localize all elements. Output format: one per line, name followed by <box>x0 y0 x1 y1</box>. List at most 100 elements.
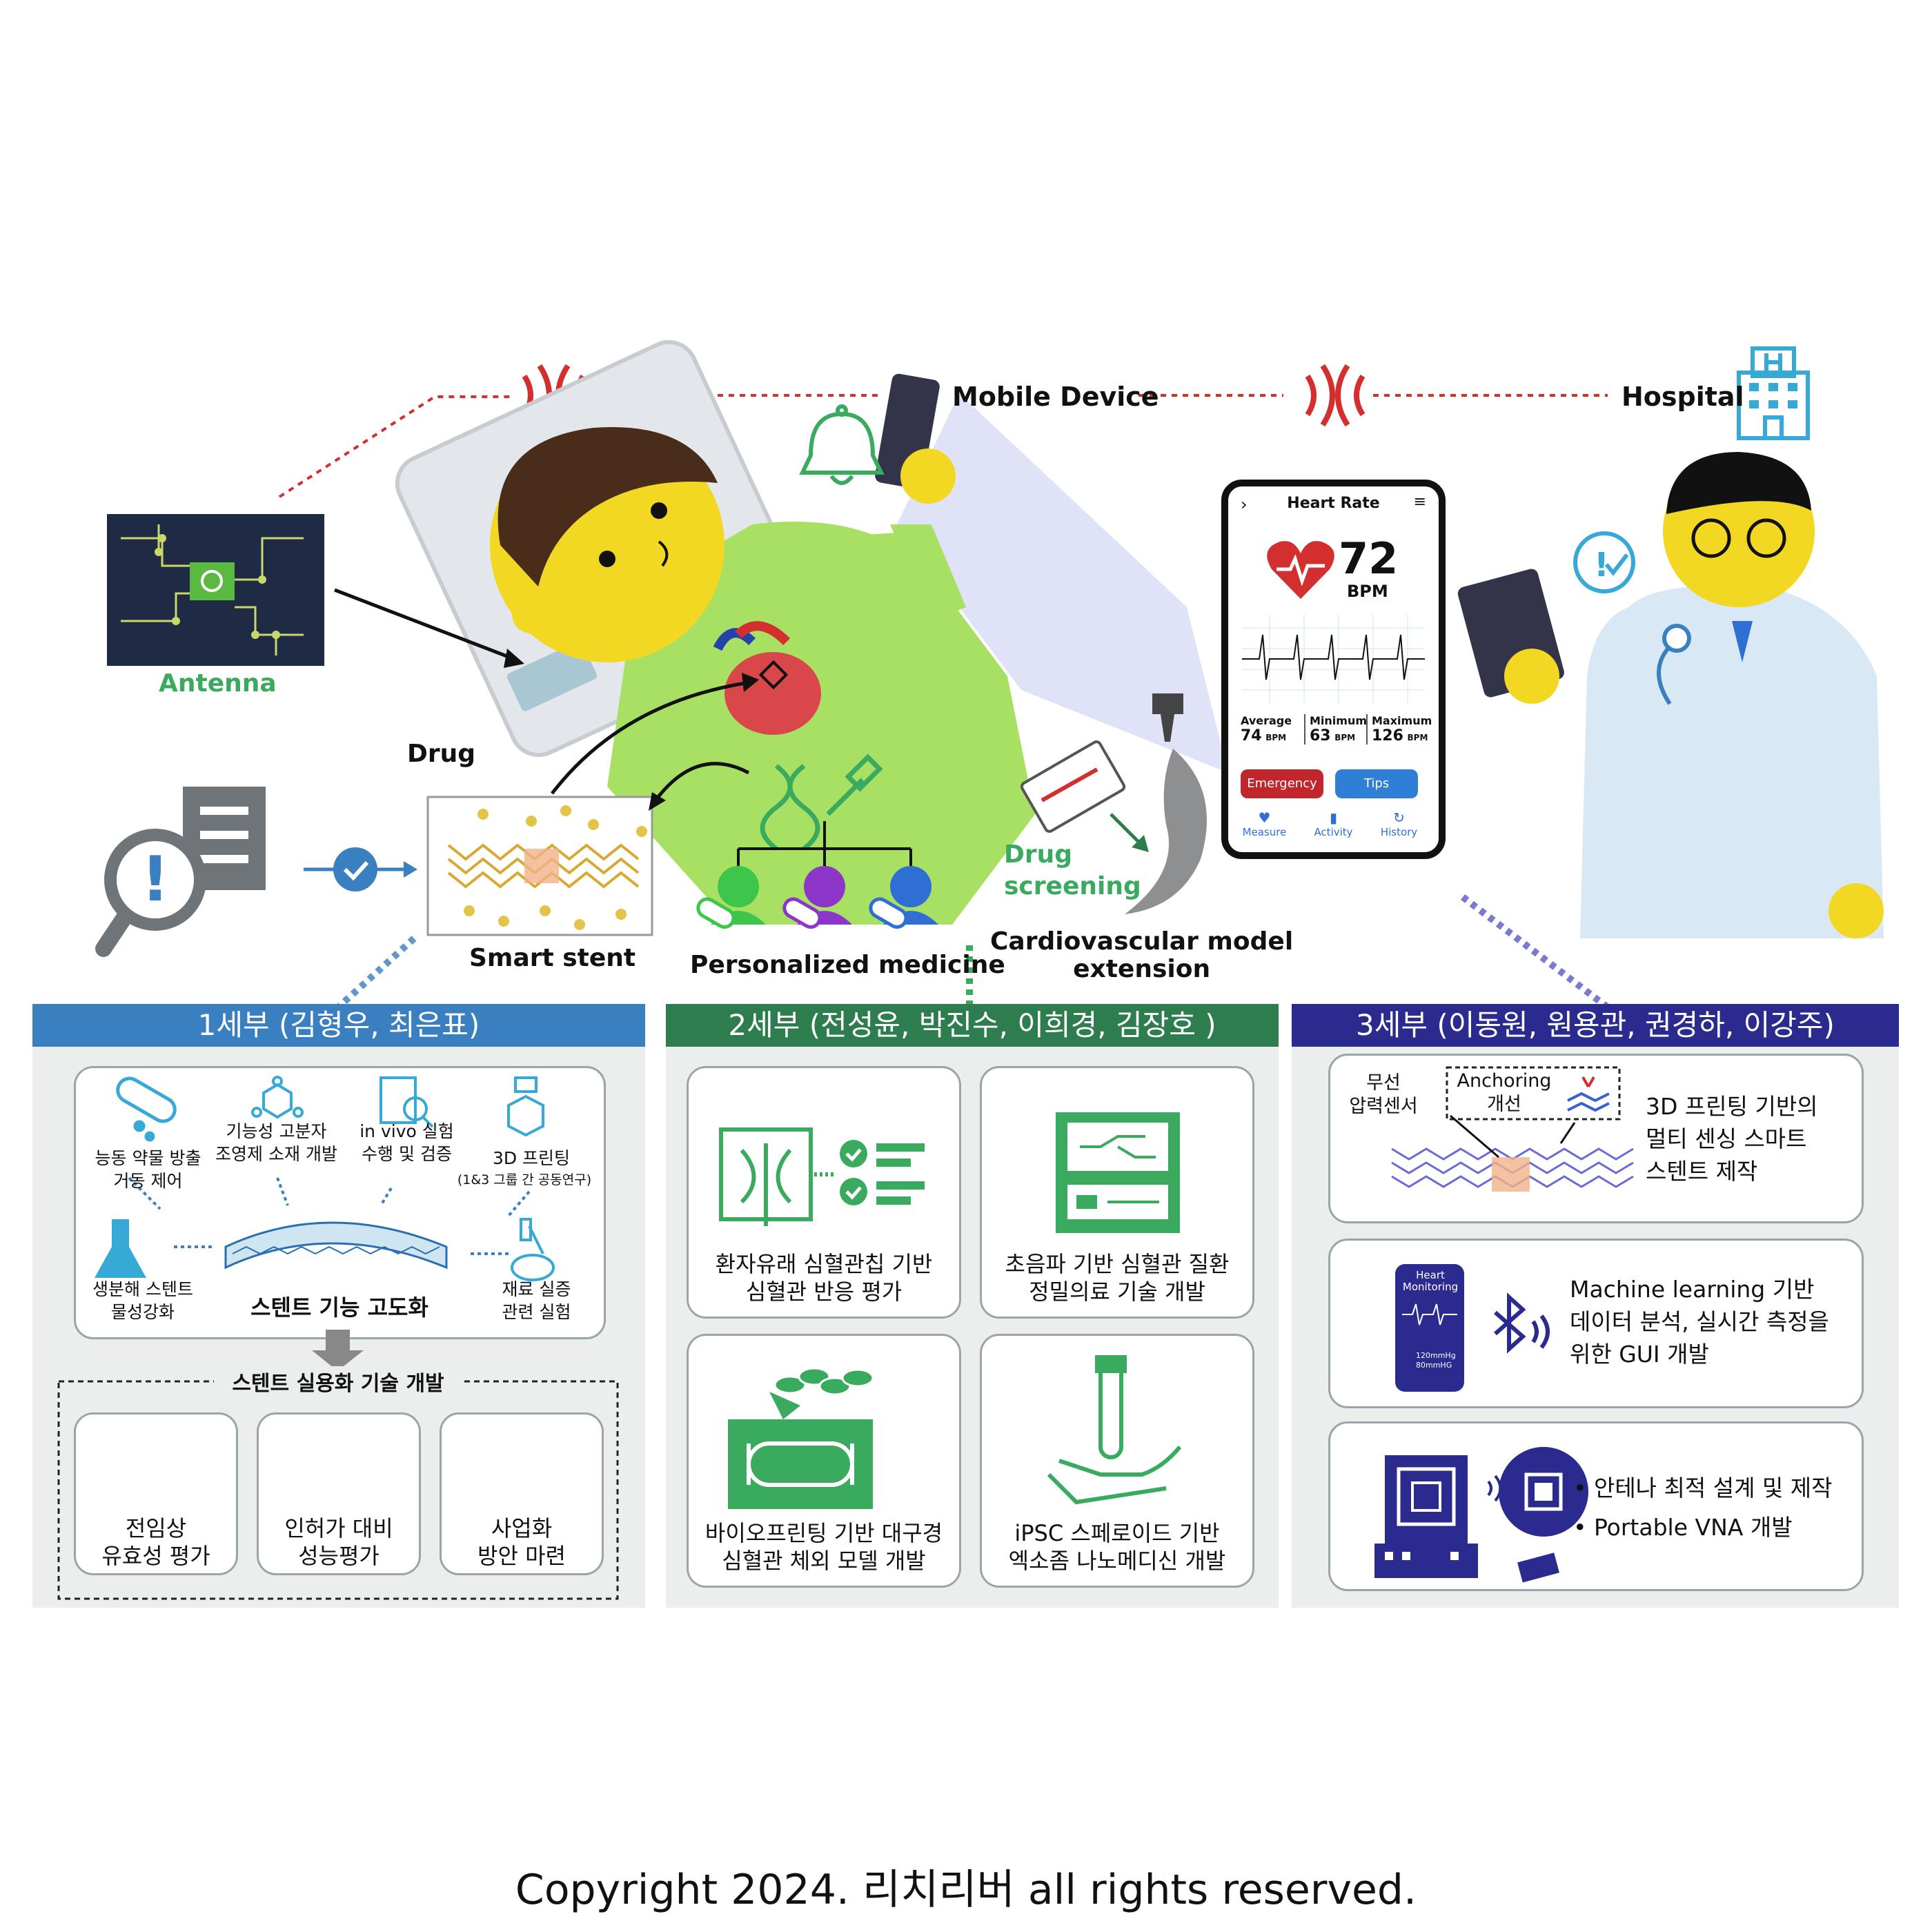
anchoring-stent-icon <box>1567 1076 1610 1112</box>
ecg-chart <box>1242 614 1425 704</box>
copyright-text: Copyright 2024. 리치리버 all rights reserved… <box>515 1866 1417 1914</box>
preclinical-card <box>74 1412 238 1575</box>
bluetooth-icon <box>1494 1292 1550 1354</box>
item-3d-printing-sub: (1&3 그룹 간 공동연구) <box>457 1172 592 1187</box>
panel2-card-1-label: 환자유래 심혈관칩 기반 심혈관 반응 평가 <box>715 1251 933 1305</box>
heart-nav-icon: ♥ <box>1258 809 1271 826</box>
checklist-icon <box>840 1140 925 1205</box>
heart-chip-icon <box>719 1127 835 1226</box>
heart-icon <box>1267 541 1334 599</box>
flask-icon <box>95 1219 146 1278</box>
approval-label: 인허가 대비 성능평가 <box>284 1515 393 1569</box>
emergency-button[interactable]: Emergency <box>1241 769 1323 798</box>
panel3-card-2-label: Machine learning 기반 데이터 분석, 실시간 측정을 위한 G… <box>1570 1276 1829 1368</box>
anchoring-label: Anchoring 개선 <box>1457 1070 1552 1115</box>
mouse-syringe-icon <box>511 1218 555 1281</box>
portable-vna-label: • Portable VNA 개발 <box>1573 1514 1793 1541</box>
nav-history[interactable]: ↻History <box>1370 809 1428 838</box>
commercialization-label: 사업화 방안 마련 <box>477 1515 566 1569</box>
stat-unit: BPM <box>1334 733 1356 742</box>
dna-icon <box>760 764 820 851</box>
heart-rate-value: 72 <box>1339 533 1399 584</box>
item-invivo: in vivo 실험 수행 및 검증 <box>359 1121 454 1164</box>
person-blue-icon <box>869 866 938 929</box>
stat-value: 74 <box>1241 727 1262 745</box>
item-3d-printing: 3D 프린팅 <box>492 1148 571 1168</box>
nav-label: Activity <box>1314 826 1353 838</box>
antenna-chip-icon <box>107 514 324 666</box>
stat-value: 126 <box>1372 727 1403 745</box>
smart-stent-icon <box>426 796 653 936</box>
dropper-icon <box>826 753 883 816</box>
hospital-label: Hospital <box>1621 382 1744 412</box>
mini-phone-ecg <box>1402 1303 1457 1325</box>
stat-unit: BPM <box>1265 733 1287 742</box>
panel2-card-4-label: iPSC 스페로이드 기반 엑소좀 나노메디신 개발 <box>1008 1520 1226 1574</box>
personalized-medicine-label: Personalized medicine <box>690 951 1005 979</box>
heart-rate-phone: › Heart Rate ≡ 72 BPM Average 74 BPM Min… <box>1221 480 1446 859</box>
cardiovascular-model-label: Cardiovascular model extension <box>990 927 1294 983</box>
scene-illustration: ! <box>95 339 1884 1010</box>
test-tube-hand-icon <box>1047 1355 1182 1505</box>
antenna-board-icon <box>1374 1455 1478 1578</box>
bell-icon <box>799 404 885 485</box>
stent-enhancement-label: 스텐트 기능 고도화 <box>250 1294 428 1321</box>
nav-label: Measure <box>1242 826 1287 838</box>
panel3-card-1 <box>1328 1054 1864 1223</box>
mini-phone-icon <box>1395 1264 1464 1392</box>
person-purple-icon <box>782 866 852 929</box>
panel3-card-1-label: 3D 프린팅 기반의 멀티 센싱 스마트 스텐트 제작 <box>1646 1093 1818 1185</box>
wireless-signal-icon <box>1487 1475 1502 1502</box>
svg-text:!: ! <box>1594 546 1609 584</box>
stat-label: Minimum <box>1310 714 1368 727</box>
document-search-icon: ! <box>95 787 266 957</box>
check-arrow-icon <box>304 847 417 891</box>
hospital-icon <box>1737 346 1810 440</box>
capsule-icon <box>116 1076 177 1142</box>
item-polymer-contrast: 기능성 고분자 조영제 소재 개발 <box>215 1121 337 1164</box>
nav-label: History <box>1380 826 1418 838</box>
antenna-label: Antenna <box>159 669 277 698</box>
3d-printer-icon <box>507 1076 544 1137</box>
heart-rate-unit: BPM <box>1347 582 1388 601</box>
approval-card <box>257 1412 421 1575</box>
item-material-test: 재료 실증 관련 실험 <box>502 1279 571 1322</box>
stat-label: Maximum <box>1372 714 1432 727</box>
drug-screening-label: Drug screening <box>1004 840 1141 900</box>
stat-maximum: Maximum 126 BPM <box>1366 714 1434 745</box>
panel2-card-4 <box>980 1334 1254 1588</box>
mobile-device-label: Mobile Device <box>952 382 1159 412</box>
history-icon: ↻ <box>1393 809 1405 826</box>
mesh-stent-icon <box>224 1221 448 1270</box>
smart-stent-label: Smart stent <box>469 944 636 972</box>
preclinical-label: 전임상 유효성 평가 <box>101 1515 210 1569</box>
person-green-icon <box>696 866 766 929</box>
back-chevron-icon[interactable]: › <box>1241 495 1248 514</box>
panel3-icons <box>1374 1066 1634 1583</box>
panel2-card-1 <box>687 1066 961 1319</box>
heart-organ-icon <box>713 621 821 735</box>
organ-chip-icon <box>1020 740 1126 833</box>
panel2-header: 2세부 (전성윤, 박진수, 이희경, 김장호 ) <box>666 1004 1279 1047</box>
item-biodegradable: 생분해 스텐트 물성강화 <box>92 1279 193 1322</box>
practical-tech-label: 스텐트 실용화 기술 개발 <box>214 1366 462 1397</box>
bioprinting-icon <box>728 1367 874 1509</box>
vna-chip-icon <box>1499 1447 1588 1583</box>
stat-value: 63 <box>1310 727 1331 745</box>
nav-measure[interactable]: ♥Measure <box>1235 809 1294 838</box>
ultrasound-icon <box>1056 1112 1180 1233</box>
stat-average: Average 74 BPM <box>1241 714 1299 745</box>
svg-text:!: ! <box>141 843 169 916</box>
bar-chart-icon: ▮ <box>1329 809 1337 826</box>
commercialization-card <box>440 1412 604 1575</box>
panel1-header: 1세부 (김형우, 최은표) <box>32 1004 645 1047</box>
nav-activity[interactable]: ▮Activity <box>1304 809 1363 838</box>
tips-button[interactable]: Tips <box>1335 769 1418 798</box>
molecule-icon <box>251 1076 304 1119</box>
item-drug-release: 능동 약물 방출 거동 제어 <box>95 1148 201 1191</box>
menu-icon[interactable]: ≡ <box>1413 493 1426 511</box>
panel2-card-3-label: 바이오프린팅 기반 대구경 심혈관 체외 모델 개발 <box>704 1520 943 1574</box>
panel2-icons <box>719 1112 1182 1509</box>
drug-label: Drug <box>407 740 476 768</box>
signal-line-antenna <box>278 395 511 498</box>
